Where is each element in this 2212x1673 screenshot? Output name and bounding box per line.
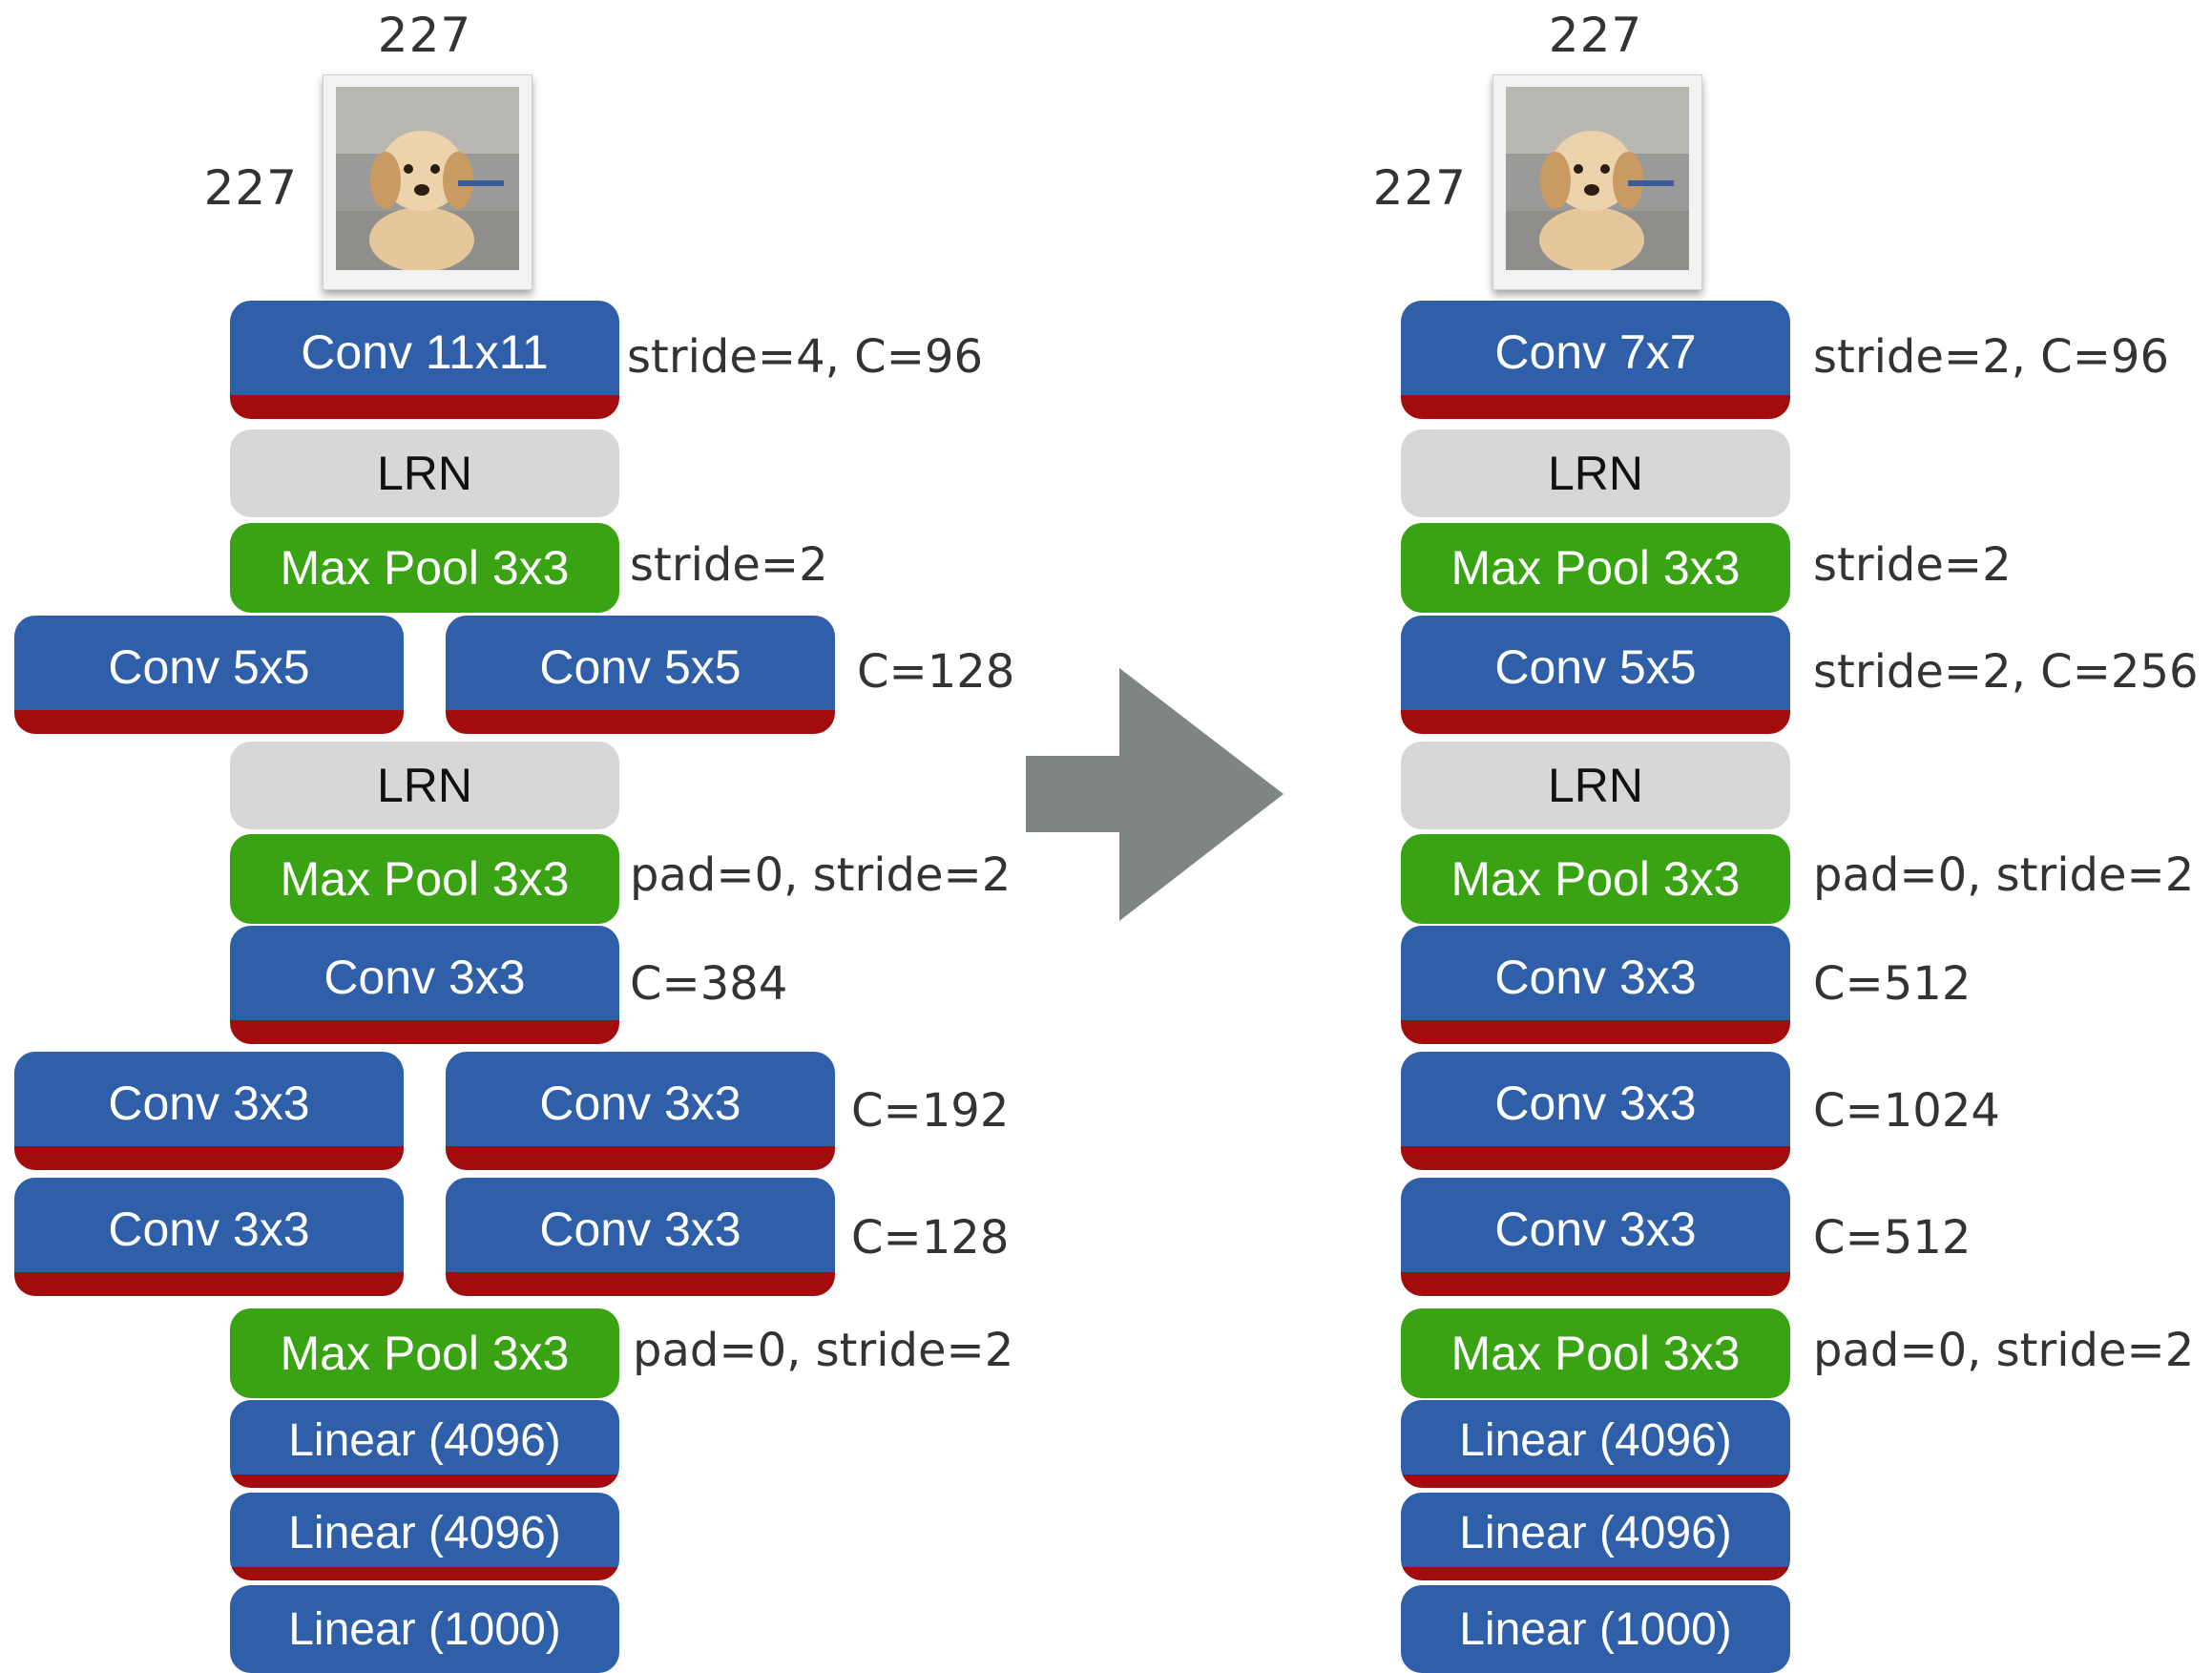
- conv-3x3-block-b: Conv 3x3: [446, 1178, 835, 1296]
- conv-3x3-block: Conv 3x3: [230, 926, 619, 1044]
- input-image: [1492, 74, 1702, 290]
- conv-5x5-block-a: Conv 5x5: [14, 616, 404, 734]
- conv2-annotation: C=128: [857, 645, 1015, 699]
- linear-block: Linear (1000): [230, 1585, 619, 1673]
- pool2-annotation: pad=0, stride=2: [1813, 848, 2195, 902]
- max-pool-block: Max Pool 3x3: [1401, 523, 1790, 613]
- conv-3x3-block: Conv 3x3: [1401, 926, 1790, 1044]
- lrn-block: LRN: [230, 742, 619, 829]
- linear-block: Linear (4096): [1401, 1400, 1790, 1488]
- lrn-block: LRN: [1401, 742, 1790, 829]
- linear-block: Linear (4096): [230, 1493, 619, 1580]
- conv2-annotation: stride=2, C=256: [1813, 645, 2199, 699]
- right-arrow-icon: [1026, 668, 1283, 921]
- pool1-annotation: stride=2: [1813, 538, 2012, 592]
- conv5-annotation: C=512: [1813, 1211, 1972, 1265]
- input-height-label: 227: [1372, 160, 1467, 216]
- conv-3x3-block-a: Conv 3x3: [14, 1178, 404, 1296]
- max-pool-block: Max Pool 3x3: [230, 834, 619, 924]
- conv3-annotation: C=384: [630, 957, 788, 1011]
- input-height-label: 227: [203, 160, 298, 216]
- conv4-annotation: C=192: [851, 1084, 1010, 1138]
- conv-11x11-block: Conv 11x11: [230, 301, 619, 419]
- max-pool-block: Max Pool 3x3: [230, 523, 619, 613]
- conv4-annotation: C=1024: [1813, 1084, 2000, 1138]
- lrn-block: LRN: [1401, 429, 1790, 517]
- conv-3x3-block: Conv 3x3: [1401, 1178, 1790, 1296]
- conv1-annotation: stride=4, C=96: [627, 330, 983, 384]
- input-width-label: 227: [377, 8, 472, 63]
- max-pool-block: Max Pool 3x3: [1401, 1308, 1790, 1398]
- conv-5x5-block-b: Conv 5x5: [446, 616, 835, 734]
- pool3-annotation: pad=0, stride=2: [633, 1324, 1014, 1377]
- linear-block: Linear (4096): [1401, 1493, 1790, 1580]
- puppy-image-icon: [1506, 87, 1689, 270]
- conv5-annotation: C=128: [851, 1211, 1010, 1265]
- input-image: [323, 74, 532, 290]
- lrn-block: LRN: [230, 429, 619, 517]
- pool2-annotation: pad=0, stride=2: [630, 848, 1012, 902]
- conv1-annotation: stride=2, C=96: [1813, 330, 2169, 384]
- conv-3x3-block-b: Conv 3x3: [446, 1052, 835, 1170]
- conv-3x3-block: Conv 3x3: [1401, 1052, 1790, 1170]
- max-pool-block: Max Pool 3x3: [230, 1308, 619, 1398]
- conv-5x5-block: Conv 5x5: [1401, 616, 1790, 734]
- max-pool-block: Max Pool 3x3: [1401, 834, 1790, 924]
- linear-block: Linear (4096): [230, 1400, 619, 1488]
- pool1-annotation: stride=2: [630, 538, 828, 592]
- puppy-image-icon: [336, 87, 519, 270]
- conv-7x7-block: Conv 7x7: [1401, 301, 1790, 419]
- conv-3x3-block-a: Conv 3x3: [14, 1052, 404, 1170]
- linear-block: Linear (1000): [1401, 1585, 1790, 1673]
- conv3-annotation: C=512: [1813, 957, 1972, 1011]
- pool3-annotation: pad=0, stride=2: [1813, 1324, 2195, 1377]
- left-network: 227 227 Conv 11x11 stride=4, C=96 LRN Ma…: [0, 0, 1106, 1673]
- right-network: 227 227 Conv 7x7 stride=2, C=96 LRN Max …: [1168, 0, 2212, 1673]
- input-width-label: 227: [1548, 8, 1643, 63]
